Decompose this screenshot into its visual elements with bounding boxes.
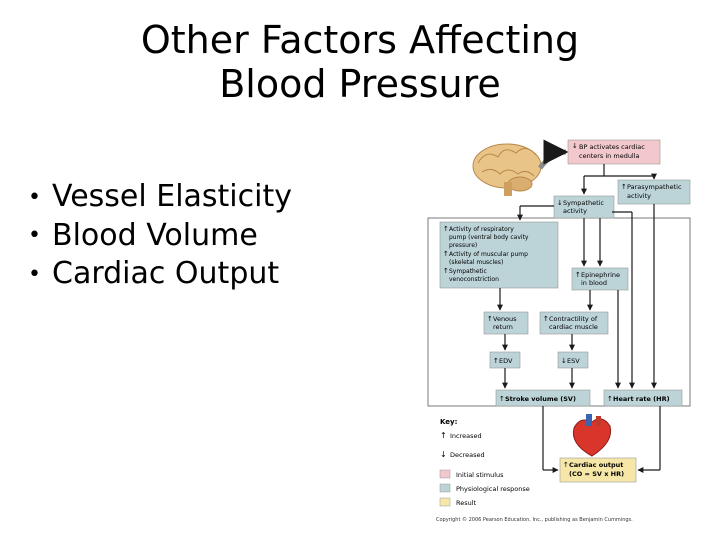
- copyright-text: Copyright © 2006 Pearson Education, Inc.…: [436, 516, 633, 523]
- pump-label-1: Activity of respiratory: [449, 226, 514, 233]
- pump-label-3: pressure): [449, 242, 477, 249]
- bullet-text: Blood Volume: [52, 217, 258, 253]
- bullet-item: • Blood Volume: [28, 217, 292, 256]
- svg-text:↑: ↑: [443, 267, 449, 275]
- title-line-1: Other Factors Affecting: [140, 18, 580, 62]
- increased-arrow-icon: ↑: [440, 431, 447, 440]
- esv-label: ESV: [567, 357, 580, 365]
- svg-text:↑: ↑: [443, 250, 449, 258]
- sym-label-2: activity: [563, 207, 587, 215]
- svg-text:↑: ↑: [621, 183, 627, 191]
- svg-text:↑: ↑: [487, 315, 493, 323]
- blood-pressure-flow-diagram: ↓ BP activates cardiac centers in medull…: [427, 139, 691, 523]
- key-title: Key:: [440, 418, 458, 426]
- heart-rate-box: ↑ Heart rate (HR): [603, 389, 683, 407]
- medulla-box: ↓ BP activates cardiac centers in medull…: [567, 139, 661, 165]
- pump-activity-box: ↑ Activity of respiratory pump (ventral …: [439, 221, 559, 289]
- key-physio: Physiological response: [456, 485, 530, 493]
- svg-text:↑: ↑: [443, 225, 449, 233]
- pump-label-7: venoconstriction: [449, 276, 499, 283]
- sym-label-1: Sympathetic: [563, 199, 604, 207]
- parasym-label-2: activity: [627, 192, 651, 200]
- edv-label: EDV: [499, 357, 513, 365]
- bullet-icon: •: [28, 184, 41, 210]
- diagram-key: Key: ↑ Increased ↓ Decreased Initial sti…: [439, 418, 530, 507]
- bullet-text: Vessel Elasticity: [52, 179, 292, 214]
- contract-label-2: cardiac muscle: [549, 323, 598, 331]
- key-initial-swatch: [439, 469, 451, 479]
- stroke-volume-box: ↑ Stroke volume (SV): [495, 389, 591, 407]
- svg-text:↓: ↓: [561, 357, 567, 365]
- co-label-1: Cardiac output: [569, 461, 623, 469]
- sympathetic-box: ↓ Sympathetic activity: [553, 195, 615, 219]
- venous-label-1: Venous: [493, 315, 517, 323]
- pump-label-4: Activity of muscular pump: [449, 251, 528, 258]
- svg-text:↑: ↑: [499, 395, 505, 403]
- key-decreased: Decreased: [450, 451, 485, 459]
- key-result-swatch: [439, 497, 451, 507]
- esv-box: ↓ ESV: [557, 351, 589, 369]
- bullet-item: • Vessel Elasticity: [28, 178, 292, 217]
- sv-label: Stroke volume (SV): [505, 395, 576, 403]
- svg-text:↓: ↓: [572, 142, 578, 150]
- cardiac-output-box: ↑ Cardiac output (CO = SV x HR): [559, 457, 637, 483]
- bullet-text: Cardiac Output: [52, 256, 280, 291]
- svg-text:↑: ↑: [493, 357, 499, 365]
- bullet-item: • Cardiac Output: [28, 255, 292, 294]
- medulla-label-1: BP activates cardiac: [579, 143, 645, 151]
- hr-label: Heart rate (HR): [613, 395, 670, 403]
- decreased-arrow-icon: ↓: [440, 450, 447, 459]
- svg-text:↑: ↑: [575, 271, 581, 279]
- brain-to-medulla-arrow: [538, 139, 569, 170]
- pump-label-5: (skeletal muscles): [449, 259, 503, 266]
- venous-return-box: ↑ Venous return: [483, 311, 529, 335]
- svg-text:↓: ↓: [557, 199, 563, 207]
- title-line-2: Blood Pressure: [219, 62, 501, 106]
- bullet-icon: •: [28, 261, 41, 287]
- venous-label-2: return: [493, 323, 513, 331]
- contract-label-1: Contractility of: [549, 315, 598, 323]
- medulla-label-2: centers in medulla: [579, 152, 640, 160]
- pump-label-6: Sympathetic: [449, 268, 487, 275]
- heart-illustration: [572, 414, 612, 457]
- parasym-label-1: Parasympathetic: [627, 183, 682, 191]
- key-increased: Increased: [450, 432, 482, 440]
- bullet-icon: •: [28, 223, 41, 248]
- slide-title: Other Factors Affecting Blood Pressure: [60, 18, 660, 106]
- key-result: Result: [456, 499, 477, 507]
- key-physio-swatch: [439, 483, 451, 493]
- svg-text:↑: ↑: [543, 315, 549, 323]
- epi-label-1: Epinephrine: [581, 271, 620, 279]
- svg-text:↑: ↑: [607, 395, 613, 403]
- key-initial: Initial stimulus: [456, 471, 504, 479]
- edv-box: ↑ EDV: [489, 351, 521, 369]
- pump-label-2: pump (ventral body cavity: [449, 234, 529, 241]
- co-label-2: (CO = SV x HR): [569, 470, 624, 478]
- contractility-box: ↑ Contractility of cardiac muscle: [539, 311, 609, 335]
- svg-text:↑: ↑: [563, 461, 569, 469]
- parasympathetic-box: ↑ Parasympathetic activity: [617, 179, 691, 205]
- brain-illustration: [472, 143, 542, 196]
- epi-label-2: in blood: [581, 279, 607, 287]
- bullet-list: • Vessel Elasticity • Blood Volume • Cardia…: [28, 178, 292, 294]
- flow-arrows: [497, 164, 661, 473]
- epinephrine-box: ↑ Epinephrine in blood: [571, 267, 629, 291]
